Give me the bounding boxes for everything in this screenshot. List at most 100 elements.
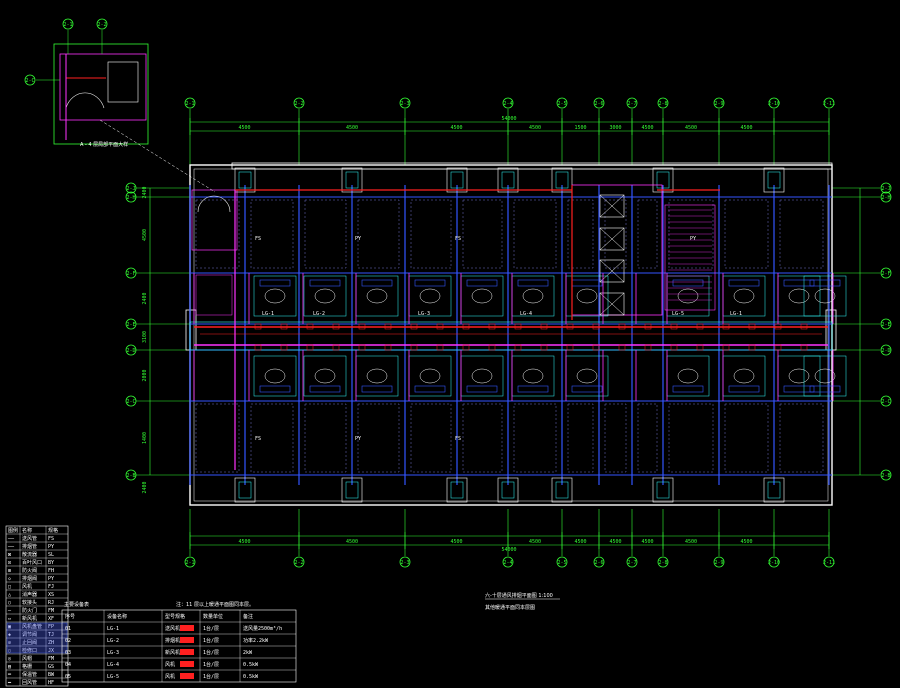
- window-glass-top: [656, 171, 670, 189]
- legend-header: 图例: [8, 527, 18, 534]
- axis-label-right: 2-C: [881, 399, 890, 405]
- toilet-lower: [788, 368, 810, 384]
- toilet-upper: [788, 288, 810, 304]
- equipment-cell: 2kW: [243, 650, 253, 656]
- window-glass-bottom: [767, 481, 781, 499]
- toilet-upper: [677, 288, 699, 304]
- legend-cell: ⊞: [8, 568, 11, 574]
- window-top: [446, 167, 468, 193]
- axis-label-left: 2-C: [126, 399, 135, 405]
- room-upper: [462, 199, 503, 269]
- legend-cell: FJ: [48, 584, 54, 590]
- diffuser-marker: [800, 323, 808, 330]
- dim-text-bottom: 4500: [450, 539, 462, 545]
- dim-total-bottom: 54000: [501, 547, 516, 553]
- equipment-cell: LG-3: [107, 650, 119, 656]
- axis-bubble-top: [823, 97, 835, 109]
- axis-label-bottom: 2-7: [627, 560, 636, 566]
- bathroom-upper: [803, 275, 847, 317]
- elevator-x2: [599, 194, 625, 218]
- sink-lower: [309, 385, 341, 393]
- legend-cell: 风机: [22, 583, 32, 590]
- axis-bubble-left: [125, 395, 137, 407]
- detail-leader: [99, 119, 216, 193]
- equipment-cell-type: 排烟机: [165, 637, 180, 644]
- room-tag: FS: [455, 436, 461, 442]
- legend-cell: GS: [48, 664, 54, 670]
- toilet-lower: [814, 368, 836, 384]
- axis-bubble-left: [125, 191, 137, 203]
- window-top: [497, 167, 519, 193]
- legend-cell: ▭: [8, 616, 11, 622]
- diffuser-marker: [306, 323, 314, 330]
- window-glass-top: [767, 171, 781, 189]
- axis-bubble-left: [125, 267, 137, 279]
- equipment-cell: 01: [65, 626, 71, 632]
- axis-bubble-bottom: [502, 556, 514, 568]
- diffuser-marker: [384, 344, 392, 351]
- window-glass-bottom: [238, 481, 252, 499]
- legend-cell: ──: [7, 536, 15, 542]
- dim-text-left: 2000: [142, 369, 148, 381]
- room-tag: FS: [255, 436, 261, 442]
- sink-upper: [783, 279, 815, 287]
- window-top: [551, 167, 573, 193]
- walls: [185, 162, 847, 506]
- toilet-lower: [471, 368, 493, 384]
- room-upper: [357, 199, 400, 269]
- sink-lower: [414, 385, 446, 393]
- room-tag: PY: [355, 236, 361, 242]
- equipment-cell-type: 新风机: [165, 649, 180, 656]
- dim-text-top: 4500: [529, 125, 541, 131]
- dim-text-top: 4500: [685, 125, 697, 131]
- dim-total-top: 54000: [501, 116, 516, 122]
- sink-lower: [728, 385, 760, 393]
- equipment-table: 主要设备表注：11 层以上暖通平面图同本层。序号设备名称型号规格数量单位备注01…: [61, 601, 297, 683]
- axis-label-right: 2-D: [881, 348, 890, 354]
- diffuser-marker: [280, 323, 288, 330]
- diffuser-marker: [592, 344, 600, 351]
- axis-bubble-right: [880, 318, 892, 330]
- axis-bubble-top: [768, 97, 780, 109]
- diffuser-marker: [644, 344, 652, 351]
- toilet-lower: [677, 368, 699, 384]
- axis-bubble-top: [713, 97, 725, 109]
- equip-tag: LG-1: [262, 311, 274, 317]
- room-lower: [462, 403, 503, 473]
- diffuser-marker: [800, 344, 808, 351]
- room-tag: FS: [455, 236, 461, 242]
- equip-tag: LG-2: [313, 311, 325, 317]
- axis-label-bottom: 2-8: [658, 560, 667, 566]
- equipment-cell: 1台/层: [203, 625, 219, 632]
- equipment-header: 序号: [65, 613, 75, 620]
- window-top: [652, 167, 674, 193]
- corridor: [189, 321, 833, 351]
- legend-highlight: [6, 622, 68, 654]
- legend-cell: △: [8, 592, 11, 598]
- room-lower: [410, 403, 452, 473]
- toilet-lower: [576, 368, 598, 384]
- dim-text-bottom: 4500: [346, 539, 358, 545]
- diffuser-marker: [436, 344, 444, 351]
- bathroom-lower: [303, 355, 347, 397]
- axis-label-bottom: 2-6: [594, 560, 603, 566]
- legend-cell: ◎: [8, 656, 11, 662]
- equipment-title: 主要设备表: [64, 601, 89, 608]
- axis-label-left: 2-D: [126, 348, 135, 354]
- dim-text-left: 1400: [142, 432, 148, 444]
- diffuser-marker: [358, 323, 366, 330]
- diffuser-marker: [332, 323, 340, 330]
- diffuser-marker: [436, 323, 444, 330]
- equipment-cell-type: 送风机: [165, 625, 180, 632]
- room-lower: [304, 403, 347, 473]
- axis-label-right: 2-F: [881, 271, 890, 277]
- diffuser-marker: [514, 344, 522, 351]
- dim-text-bottom: 4500: [529, 539, 541, 545]
- legend-cell: 回风管: [22, 679, 37, 686]
- room-lower: [604, 403, 627, 473]
- legend-cell: TJ: [48, 632, 54, 638]
- diffuser-marker: [410, 344, 418, 351]
- axis-label-bottom: 2-2: [294, 560, 303, 566]
